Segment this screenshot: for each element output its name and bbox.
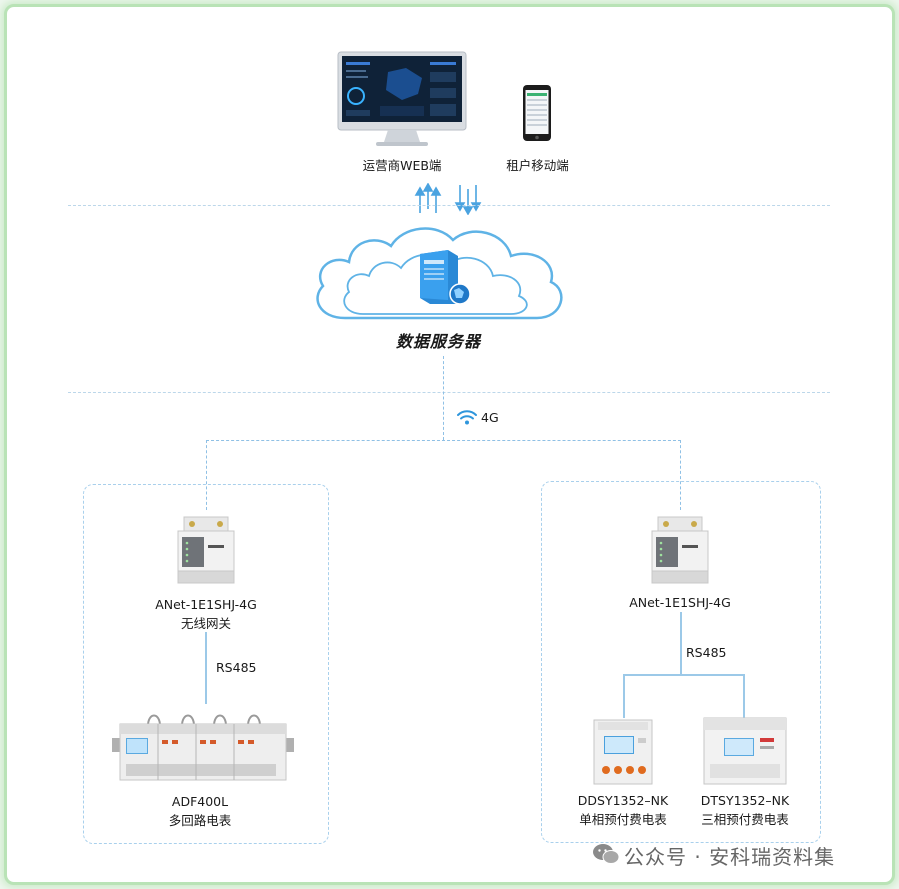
right-bus-to-meter1 — [623, 674, 625, 718]
divider-top — [68, 205, 830, 206]
connector-right-down — [680, 440, 681, 510]
three-phase-meter-icon — [702, 716, 788, 786]
web-client-label: 运营商WEB端 — [362, 158, 442, 173]
right-bus-to-meter2 — [743, 674, 745, 718]
right-meter2-name: 三相预付费电表 — [701, 812, 789, 827]
left-gateway-model: ANet-1E1SHJ-4G — [155, 597, 257, 612]
left-group-box — [83, 484, 329, 844]
left-gateway-name: 无线网关 — [180, 616, 231, 631]
right-rs485-line — [680, 612, 682, 674]
watermark-text: 公众号 · 安科瑞资料集 — [624, 845, 836, 869]
single-phase-meter-icon — [592, 718, 654, 786]
server-icon — [414, 248, 476, 306]
left-rs485-line — [205, 632, 207, 704]
connector-left-down — [206, 440, 207, 510]
right-gateway-model: ANet-1E1SHJ-4G — [629, 595, 731, 610]
right-bus-label: RS485 — [686, 645, 727, 660]
left-meter-model: ADF400L — [171, 794, 229, 809]
right-meter1-model: DDSY1352–NK — [577, 793, 669, 808]
connector-branch — [206, 440, 681, 441]
left-meter-name: 多回路电表 — [168, 813, 232, 828]
divider-middle — [68, 392, 830, 393]
phone-icon — [522, 84, 552, 142]
network-label: 4G — [481, 410, 499, 425]
wechat-icon — [592, 842, 620, 866]
mobile-client-label: 租户移动端 — [506, 158, 569, 173]
right-bus-branch — [623, 674, 744, 676]
left-bus-label: RS485 — [216, 660, 257, 675]
multi-circuit-meter-icon — [110, 708, 296, 782]
gateway-device-right-icon — [650, 515, 710, 585]
server-title: 数据服务器 — [396, 332, 482, 351]
down-arrows-icon — [454, 183, 482, 216]
monitor-icon — [336, 50, 468, 150]
right-meter2-model: DTSY1352–NK — [700, 793, 790, 808]
up-arrows-icon — [414, 182, 442, 215]
right-meter1-name: 单相预付费电表 — [579, 812, 667, 827]
gateway-device-left-icon — [176, 515, 236, 585]
right-group-box — [541, 481, 821, 843]
connector-server-down — [443, 356, 444, 440]
wifi-icon — [456, 408, 478, 426]
